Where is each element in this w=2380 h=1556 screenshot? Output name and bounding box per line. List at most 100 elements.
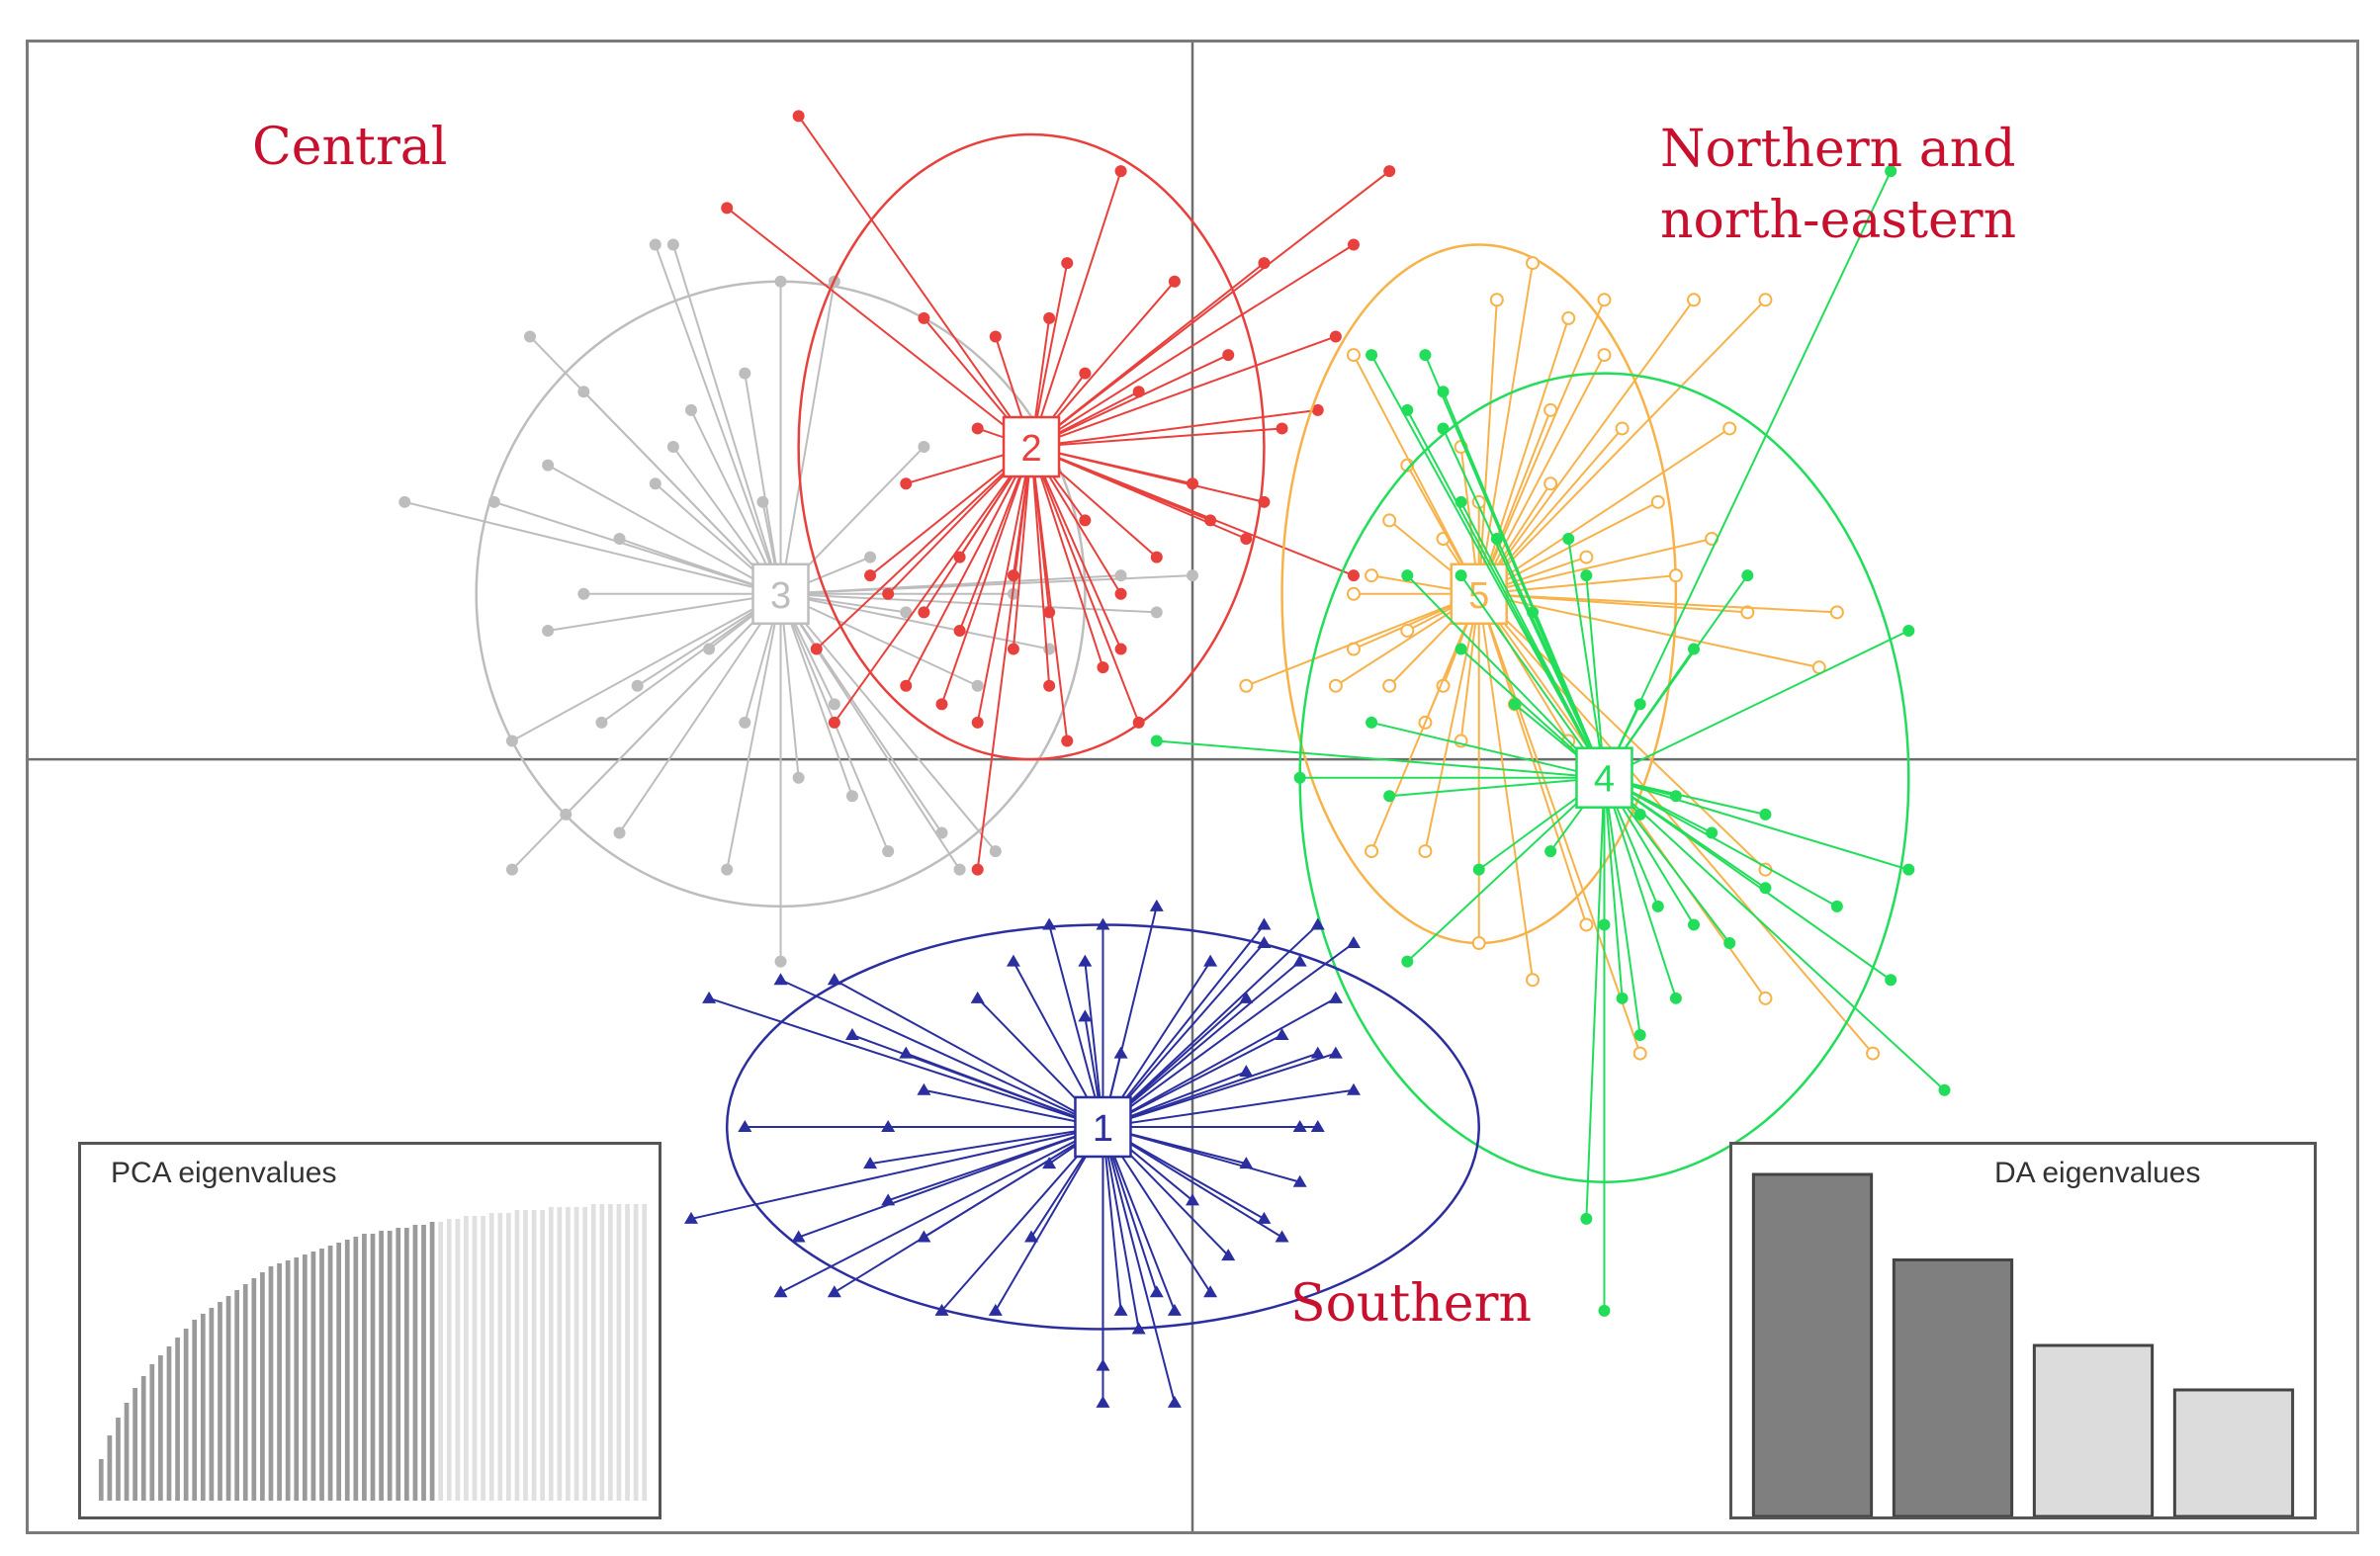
cluster-5-point <box>1346 586 1361 601</box>
pca-eigenvalues-bars <box>98 1204 648 1501</box>
cluster-5-point <box>1365 844 1379 859</box>
cluster-1-point <box>1186 1193 1199 1206</box>
cluster-2-link <box>1030 446 1355 577</box>
cluster-2-point <box>1007 643 1019 655</box>
cluster-1-point <box>1328 1046 1343 1059</box>
pca-eigenvalue-bar <box>481 1216 485 1501</box>
pca-eigenvalue-bar <box>446 1219 452 1501</box>
pca-eigenvalue-bar <box>200 1314 206 1501</box>
cluster-1-point <box>791 1230 806 1243</box>
cluster-4-point <box>1401 569 1414 582</box>
pca-eigenvalue-bar <box>251 1278 257 1501</box>
cluster-3: 3 <box>398 238 1198 968</box>
cluster-2-link <box>816 446 1032 650</box>
cluster-1-point <box>1239 991 1254 1003</box>
cluster-4-point <box>1472 863 1485 876</box>
cluster-5-point <box>1543 402 1558 417</box>
pca-eigenvalue-bar <box>566 1207 571 1501</box>
cluster-1-point <box>1042 917 1057 930</box>
cluster-2-point <box>864 569 877 582</box>
cluster-2-link <box>1030 335 1337 448</box>
pca-eigenvalue-bar <box>149 1364 155 1501</box>
cluster-4-point <box>1454 643 1467 655</box>
cluster-5-point <box>1543 476 1558 491</box>
cluster-3-point <box>613 826 626 839</box>
cluster-5-point <box>1400 623 1415 638</box>
cluster-5-link <box>1353 354 1480 595</box>
pca-eigenvalue-bar <box>285 1260 291 1501</box>
cluster-3-point <box>542 459 555 472</box>
pca-eigenvalue-bar <box>429 1222 435 1501</box>
cluster-2-point <box>1079 514 1092 527</box>
cluster-1-link <box>780 979 1103 1128</box>
cluster-1-link <box>1102 906 1158 1128</box>
pca-eigenvalue-bar <box>98 1459 104 1501</box>
cluster-2-point <box>792 110 805 123</box>
cluster-4: 4 <box>1150 165 1951 1317</box>
cluster-1-link <box>1102 923 1319 1128</box>
pca-eigenvalue-bar <box>183 1329 189 1501</box>
cluster-3-point <box>739 367 751 380</box>
pca-eigenvalue-bar <box>590 1204 596 1501</box>
cluster-3-link <box>547 464 782 595</box>
cluster-1-label: 1 <box>1093 1108 1113 1150</box>
da-eigenvalue-bar <box>1892 1258 2014 1516</box>
cluster-3-link <box>511 593 782 871</box>
cluster-4-link <box>1603 777 1624 998</box>
da-eigenvalue-bar <box>2172 1388 2295 1516</box>
cluster-1-link <box>1048 924 1104 1128</box>
pca-eigenvalue-bar <box>277 1263 282 1501</box>
cluster-2-ellipse <box>797 132 1266 761</box>
cluster-1-point <box>1167 1395 1182 1408</box>
pca-eigenvalue-bar <box>608 1204 613 1501</box>
cluster-4-point <box>1669 992 1682 1004</box>
cluster-5-link <box>1478 574 1677 595</box>
pca-eigenvalue-bar <box>132 1388 137 1501</box>
label-central: Central <box>252 118 448 177</box>
cluster-2-point <box>721 202 734 215</box>
cluster-1-point <box>773 1285 788 1298</box>
cluster-2-point <box>1007 569 1019 582</box>
cluster-3-link <box>511 592 782 742</box>
pca-eigenvalue-bar <box>464 1216 469 1501</box>
cluster-2-point <box>900 679 913 692</box>
label-southern: Southern <box>1290 1274 1532 1334</box>
da-eigenvalues-inset: DA eigenvalues <box>1729 1142 2317 1519</box>
pca-eigenvalue-bar <box>412 1225 418 1501</box>
pca-eigenvalue-bar <box>379 1231 384 1501</box>
cluster-2-link <box>1030 446 1122 649</box>
cluster-3-link <box>618 593 782 834</box>
cluster-1-point <box>683 1211 698 1224</box>
pca-eigenvalue-bar <box>192 1320 198 1501</box>
cluster-3-point <box>971 679 984 692</box>
cluster-5-link <box>1477 299 1695 595</box>
cluster-2-point <box>810 643 823 655</box>
cluster-4-point <box>1885 974 1897 987</box>
cluster-3-point <box>882 845 895 858</box>
cluster-2-link <box>905 446 1032 687</box>
cluster-1-point <box>1131 1322 1146 1335</box>
cluster-1-point <box>1167 1303 1182 1316</box>
cluster-4-point <box>1508 698 1521 711</box>
cluster-3-link <box>726 593 782 870</box>
cluster-3-link <box>779 593 997 852</box>
cluster-5-point <box>1758 293 1773 307</box>
cluster-2-label: 2 <box>1020 428 1041 470</box>
cluster-4-point <box>1490 533 1503 545</box>
cluster-1-point <box>917 1082 931 1095</box>
cluster-1-link <box>1102 1126 1140 1330</box>
cluster-1-point <box>1203 1285 1218 1298</box>
cluster-2-point <box>1258 495 1271 508</box>
cluster-4-link <box>1406 574 1606 779</box>
cluster-1-point <box>773 973 788 986</box>
pca-eigenvalue-bar <box>302 1254 308 1501</box>
cluster-1-link <box>924 1088 1103 1128</box>
cluster-3-point <box>756 495 769 508</box>
cluster-5-link <box>1477 317 1570 595</box>
cluster-3-point <box>900 606 913 619</box>
cluster-3-link <box>780 592 979 687</box>
pca-eigenvalue-bar <box>209 1308 215 1501</box>
cluster-5-point <box>1615 421 1630 436</box>
cluster-1-point <box>844 1028 859 1040</box>
